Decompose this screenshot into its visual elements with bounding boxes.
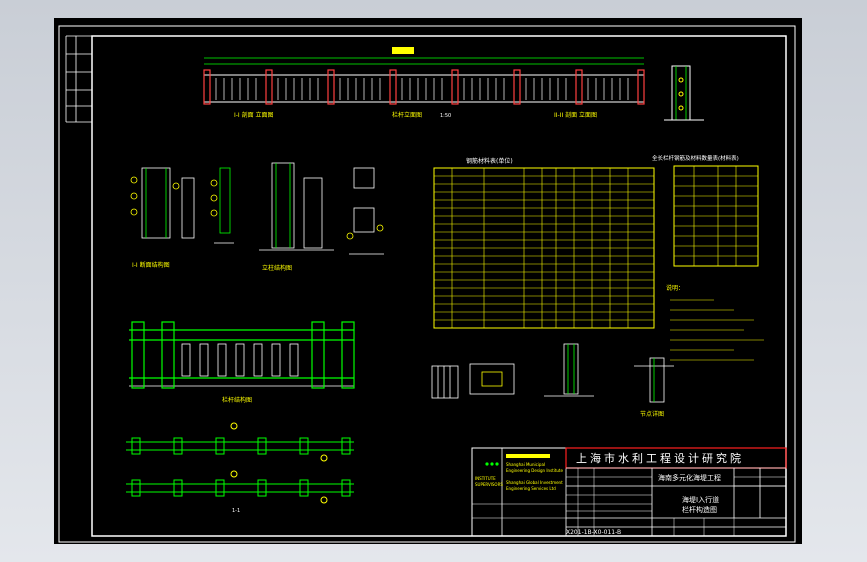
railing-detail-post xyxy=(311,321,325,389)
railing-detail-baluster xyxy=(253,343,263,377)
drawing-sheet: I-I 剖面 立面图 栏杆立面图 II-II 剖面 立面图 1:50 I-I 断… xyxy=(58,25,796,543)
drawing-title-line2: 栏杆构造图 xyxy=(682,505,717,514)
plan-post xyxy=(299,437,309,455)
cad-canvas: I-I 剖面 立面图 栏杆立面图 II-II 剖面 立面图 1:50 I-I 断… xyxy=(54,18,802,544)
post-section-detail xyxy=(664,65,704,121)
railing-detail-baluster xyxy=(235,343,245,377)
railing-post xyxy=(389,69,397,105)
quantity-table xyxy=(673,165,759,267)
section-detail-1 xyxy=(130,167,195,239)
scale-label: 1:50 xyxy=(440,113,451,119)
notes-lines xyxy=(670,299,764,361)
plan-post xyxy=(173,479,183,497)
node-detail xyxy=(634,357,674,403)
institute-en-2: Engineering Design Institute xyxy=(506,468,564,473)
plan-post xyxy=(215,479,225,497)
plan-post xyxy=(341,437,351,455)
railing-detail-baluster xyxy=(217,343,227,377)
railing-detail-baluster xyxy=(289,343,299,377)
railing-detail-post xyxy=(341,321,355,389)
stamp-label-1: INSTITUTE xyxy=(475,476,496,481)
project-name: 海南多元化海堤工程 xyxy=(658,473,721,482)
plan-post xyxy=(299,479,309,497)
institute-en-3: Shanghai Global Investment xyxy=(506,480,563,485)
plan-view-1 xyxy=(126,422,354,462)
railing-post xyxy=(265,69,273,105)
title-block-stamp xyxy=(506,454,550,458)
plan-post xyxy=(215,437,225,455)
railing-post xyxy=(203,69,211,105)
railing-detail-post xyxy=(131,321,145,389)
railing-detail-label: 栏杆结构图 xyxy=(222,396,252,404)
rebar-table-title: 钢筋材料表(单位) xyxy=(466,157,513,165)
drawing-number: X201-1B-X0-011-B xyxy=(566,529,621,536)
plan-post xyxy=(173,437,183,455)
elevation-label-right: II-II 剖面 立面图 xyxy=(554,111,597,119)
stamp-label-2: SUPERVISORS xyxy=(475,482,503,487)
railing-post xyxy=(637,69,645,105)
railing-detail-baluster xyxy=(199,343,209,377)
detail-mid-label: 立柱结构图 xyxy=(262,264,292,272)
anchor-detail xyxy=(346,167,384,255)
detail-left-label: I-I 断面结构图 xyxy=(132,261,170,269)
institute-name: 上海市水利工程设计研究院 xyxy=(576,451,744,465)
inner-frame xyxy=(91,35,787,537)
plan-view-2 xyxy=(126,470,354,504)
railing-post xyxy=(513,69,521,105)
quantity-table-title: 全长栏杆钢筋及材料数量表(材料表) xyxy=(652,154,739,162)
post-elevation-detail xyxy=(259,162,334,251)
institute-en-1: Shanghai Municipal xyxy=(506,462,545,467)
plan-post xyxy=(131,437,141,455)
notes-title: 说明： xyxy=(666,284,684,292)
railing-detail-post xyxy=(161,321,175,389)
elevation-label-center: 栏杆立面图 xyxy=(392,111,422,119)
railing-elevation xyxy=(203,47,645,105)
plan-post xyxy=(257,479,267,497)
railing-post xyxy=(327,69,335,105)
elevation-label-left: I-I 剖面 立面图 xyxy=(234,111,274,119)
plan-post xyxy=(341,479,351,497)
outer-frame xyxy=(58,25,796,543)
section-detail-2 xyxy=(210,167,234,244)
binding-strip xyxy=(65,35,92,123)
plan-label: 1-1 xyxy=(232,508,240,514)
railing-detail-baluster xyxy=(271,343,281,377)
plan-post xyxy=(131,479,141,497)
railing-detail-baluster xyxy=(181,343,191,377)
drawing-title-line1: 海堤I入行道 xyxy=(682,495,719,504)
node-detail-label: 节点详图 xyxy=(640,410,664,418)
rebar-table xyxy=(433,167,655,329)
title-block xyxy=(471,447,787,537)
dimension-label xyxy=(392,47,414,54)
post-base-detail xyxy=(544,343,594,397)
baluster-detail xyxy=(431,363,515,399)
institute-en-4: Engineering Services Ltd xyxy=(506,486,556,491)
plan-post xyxy=(257,437,267,455)
railing-post xyxy=(451,69,459,105)
railing-detail xyxy=(129,321,355,389)
railing-post xyxy=(575,69,583,105)
